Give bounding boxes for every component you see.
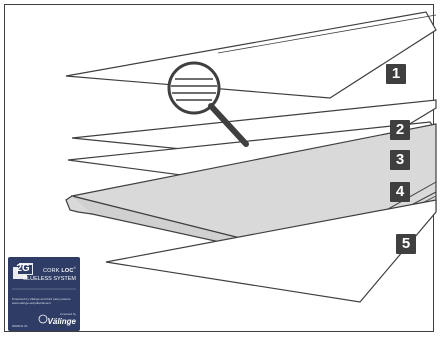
badge-system: GLUELESS SYSTEM xyxy=(23,276,76,283)
valinge-logo xyxy=(39,315,47,323)
badge-brand-strong: LOC xyxy=(61,268,73,274)
badge-generation: 2G xyxy=(14,263,32,275)
badge-brand-prefix: CORK xyxy=(43,268,61,274)
layer-number-3: 3 xyxy=(390,150,410,170)
cork-loc-badge: 2G CORK LOC® GLUELESS SYSTEM Protected b… xyxy=(8,257,80,331)
badge-licensor: Välinge xyxy=(48,317,76,326)
badge-brand: CORK LOC® xyxy=(43,265,76,275)
layer-number-4: 4 xyxy=(390,182,410,202)
badge-code: 0000011 01 xyxy=(12,324,28,328)
badge-licensed-by: Licensed by xyxy=(42,312,76,316)
badge-protection-text: Protected by Välinge and third party pat… xyxy=(12,297,78,305)
badge-brand-mark: ® xyxy=(74,266,76,270)
layer-1-top-surface xyxy=(66,12,436,98)
layer-number-5: 5 xyxy=(396,234,416,254)
layer-number-2: 2 xyxy=(390,120,410,140)
layer-number-1: 1 xyxy=(386,64,406,84)
